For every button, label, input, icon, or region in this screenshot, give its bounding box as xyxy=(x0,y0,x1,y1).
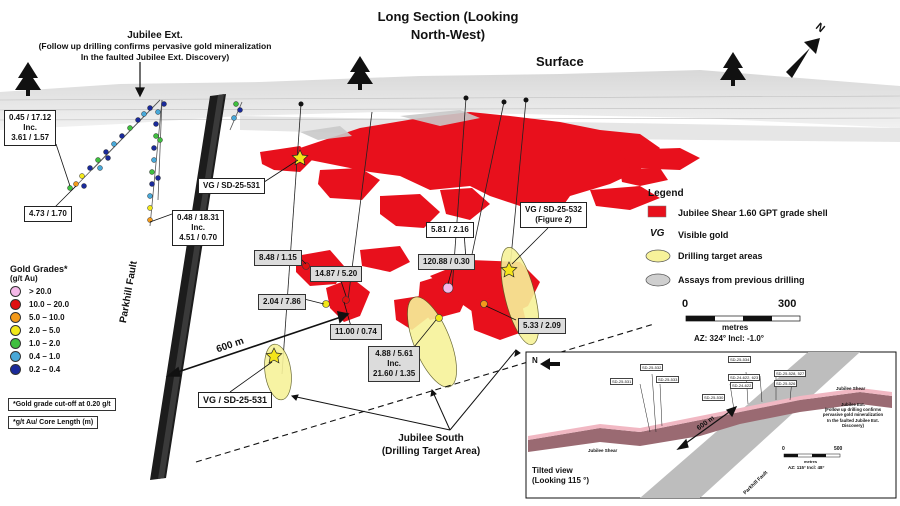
gold-grade-label: 10.0 – 20.0 xyxy=(29,300,70,309)
gold-grades-title: Gold Grades* xyxy=(10,264,68,274)
assay-callout-6: 8.48 / 1.15 xyxy=(254,250,302,266)
inset-north-label: N xyxy=(532,356,538,365)
vg-callout-sd-25-532: VG / SD-25-532 (Figure 2) xyxy=(520,202,587,228)
jubilee-ext-line1: (Follow up drilling confirms pervasive g… xyxy=(38,41,272,51)
grade-dot-icon xyxy=(10,325,21,336)
jubilee-shear-shell xyxy=(260,112,700,340)
parkhill-fault-edge xyxy=(158,94,224,479)
grade-dot-icon xyxy=(10,351,21,362)
grade-dot-icon xyxy=(10,364,21,375)
assay-callout-12: 4.88 / 5.61 Inc. 21.60 / 1.35 xyxy=(368,346,421,382)
gold-grade-label: 0.4 – 1.0 xyxy=(29,352,61,361)
legend-swatch-shell xyxy=(647,205,667,218)
vg-callout-sd-25-531-lower: VG / SD-25-531 xyxy=(198,392,273,408)
inset-shear-left: Jubilee Shear xyxy=(588,448,618,453)
inset-hole-label: SD-25-534 xyxy=(728,356,752,363)
scale-max: 300 xyxy=(778,298,797,310)
inset-ext-note: Jubilee Ext. (Follow up drilling confirm… xyxy=(822,402,884,428)
jubilee-south-pointers xyxy=(290,349,521,431)
jubilee-south-label: Jubilee South (Drilling Target Area) xyxy=(381,433,481,457)
gold-grade-item: 0.2 – 0.4 xyxy=(10,363,130,376)
inset-hole-label: SD-24-622, 623 xyxy=(728,374,761,381)
figure-title: Long Section (Looking North-West) xyxy=(348,8,548,44)
scale-min: 0 xyxy=(682,298,689,310)
assay-callout-8: 120.88 / 0.30 xyxy=(418,254,475,270)
inset-az: AZ: 115° Incl: 48° xyxy=(788,465,825,470)
previous-assay-shells xyxy=(300,110,480,140)
assay-callout-9: 2.04 / 7.86 xyxy=(258,294,306,310)
inset-tilted-label: Tilted view (Looking 115 °) xyxy=(532,466,589,485)
scale-bar xyxy=(685,315,801,322)
assay-callout-7: 14.87 / 5.20 xyxy=(310,266,363,282)
grade-dot-icon xyxy=(10,299,21,310)
legend-item-targets: Drilling target areas xyxy=(678,251,763,261)
north-arrow-icon xyxy=(786,38,820,78)
gold-grade-label: 0.2 – 0.4 xyxy=(29,365,61,374)
grade-dot-icon xyxy=(10,338,21,349)
distance-arrow-600m xyxy=(165,310,350,377)
ext-pointer-arrow xyxy=(135,62,145,98)
legend-swatch-previous xyxy=(645,273,671,287)
inset-scale-max: 500 xyxy=(834,446,843,452)
inset-hole-label: SD-25-528, 527 xyxy=(774,370,807,377)
inset-hole-label: SD-24-622 xyxy=(730,382,754,389)
jubilee-ext-header: Jubilee Ext. (Follow up drilling confirm… xyxy=(20,30,290,63)
gold-grade-label: 2.0 – 5.0 xyxy=(29,326,61,335)
legend-swatch-target xyxy=(645,249,671,263)
legend-item-visible-gold: Visible gold xyxy=(678,230,729,240)
figure-title-line2: North-West) xyxy=(410,27,486,42)
inset-hole-label: SD-25-526 xyxy=(774,380,798,387)
gold-grades-list: > 20.0 10.0 – 20.0 5.0 – 10.0 2.0 – 5.0 1.0 … xyxy=(10,285,130,376)
scale-az: AZ: 324° Incl: -1.0° xyxy=(694,334,764,343)
tree-icons xyxy=(15,52,746,96)
gold-grade-item: 1.0 – 2.0 xyxy=(10,337,130,350)
ext-grade-dots xyxy=(67,101,243,223)
assay-callout-10: 11.00 / 0.74 xyxy=(330,324,382,340)
legend-title: Legend xyxy=(648,188,684,199)
legend-item-shell: Jubilee Shear 1.60 GPT grade shell xyxy=(678,208,828,218)
collar-markers xyxy=(298,95,529,107)
gold-grade-label: > 20.0 xyxy=(29,287,52,296)
assay-callout-11: 5.33 / 2.09 xyxy=(518,318,566,334)
surface-label: Surface xyxy=(536,54,584,69)
gold-grades-legend: Gold Grades* (g/t Au) > 20.0 10.0 – 20.0 5… xyxy=(10,264,130,376)
legend-vg-symbol: VG xyxy=(650,228,665,239)
inset-hole-label: SD-25-532 xyxy=(640,364,664,371)
assay-callout-ext-3: 0.48 / 18.31 Inc. 4.51 / 0.70 xyxy=(172,210,225,246)
gold-grade-cutoff-note: *Gold grade cut-off at 0.20 g/t xyxy=(8,398,116,411)
terrain-surface xyxy=(0,70,900,130)
gold-grade-item: > 20.0 xyxy=(10,285,130,298)
gold-grade-item: 0.4 – 1.0 xyxy=(10,350,130,363)
grade-dot-icon xyxy=(10,312,21,323)
vg-callout-sd-25-531-upper: VG / SD-25-531 xyxy=(198,178,265,194)
gold-grade-item: 2.0 – 5.0 xyxy=(10,324,130,337)
gold-grade-label: 1.0 – 2.0 xyxy=(29,339,61,348)
gold-grade-label: 5.0 – 10.0 xyxy=(29,313,65,322)
gold-grades-unit: (g/t Au) xyxy=(10,274,38,283)
assay-callout-5: 5.81 / 2.16 xyxy=(426,222,474,238)
inset-hole-label: SD-25-533 xyxy=(656,376,680,383)
assay-callout-ext-2: 4.73 / 1.70 xyxy=(24,206,72,222)
gold-grade-item: 5.0 – 10.0 xyxy=(10,311,130,324)
grade-dot-icon xyxy=(10,286,21,297)
drill-traces xyxy=(281,97,527,375)
inset-tilted-view xyxy=(525,351,897,499)
units-note: *g/t Au/ Core Length (m) xyxy=(8,416,99,429)
gold-grade-item: 10.0 – 20.0 xyxy=(10,298,130,311)
inset-shear-right: Jubilee Shear xyxy=(836,386,866,391)
jubilee-ext-title: Jubilee Ext. xyxy=(127,30,183,41)
inset-hole-label: SD-25-531 xyxy=(610,378,634,385)
scale-unit: metres xyxy=(722,323,749,332)
inset-scale-min: 0 xyxy=(782,446,785,452)
legend-item-previous: Assays from previous drilling xyxy=(678,275,805,285)
assay-callout-ext-1: 0.45 / 17.12 Inc. 3.61 / 1.57 xyxy=(4,110,57,146)
inset-hole-label: SD-25-530 xyxy=(702,394,726,401)
jubilee-ext-line2: In the faulted Jubilee Ext. Discovery) xyxy=(80,52,230,62)
figure-title-line1: Long Section (Looking xyxy=(377,9,519,24)
inset-scale-unit: metres xyxy=(804,459,818,464)
